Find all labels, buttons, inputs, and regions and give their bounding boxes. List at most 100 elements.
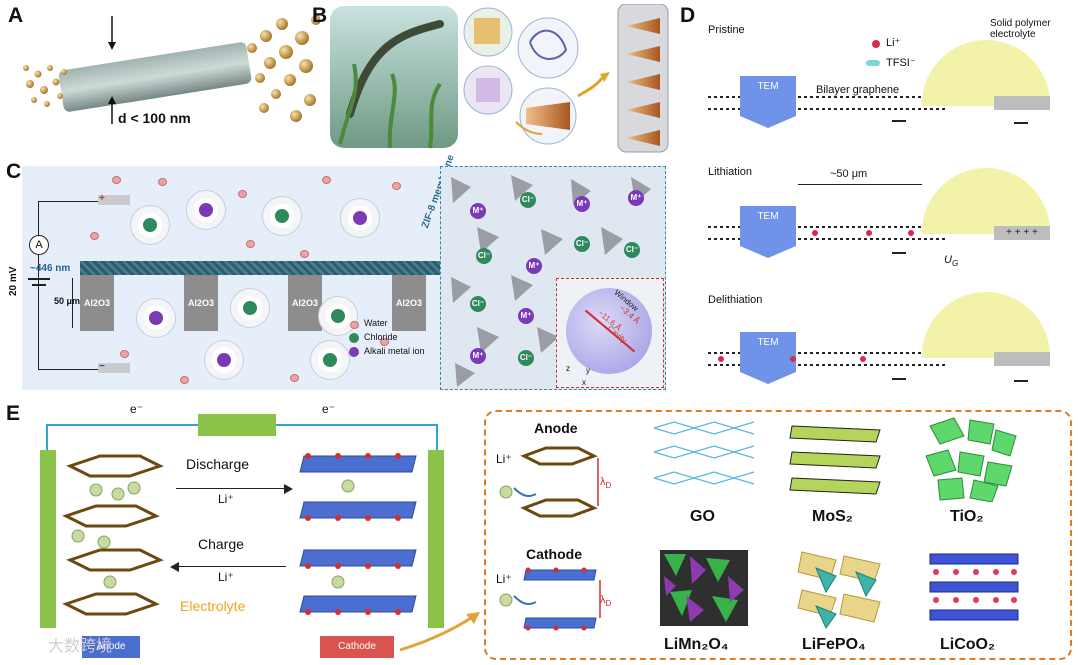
ground-symbol	[892, 120, 906, 128]
tem-probe: TEM	[740, 206, 796, 258]
electrode-plus: +	[99, 193, 105, 204]
go-structure	[653, 421, 755, 485]
water-molecule	[180, 376, 189, 384]
ground-symbol	[892, 378, 906, 386]
graphene-sheet-top	[708, 226, 948, 228]
diameter-label: d < 100 nm	[118, 110, 191, 126]
framework-chloride-ion: Cl⁻	[518, 350, 534, 366]
hydrated-chloride-ion	[230, 288, 270, 328]
axis-x-label: x	[582, 378, 586, 387]
current-collector-left	[40, 450, 56, 628]
anode-lambda-subscript: D	[605, 481, 612, 491]
gap-label: 50 μm	[54, 296, 81, 306]
cathode-bar: Cathode	[320, 636, 394, 658]
panel-label-e: E	[6, 402, 21, 425]
water-molecule	[90, 232, 99, 240]
framework-chloride-ion: Cl⁻	[476, 248, 492, 264]
electrolyte-dome	[922, 292, 1050, 358]
discharge-li-label: Li⁺	[218, 492, 234, 506]
cathode-lambda-label: λD	[600, 594, 611, 608]
li-legend-dot	[872, 40, 880, 48]
hydrated-metal-ion	[204, 340, 244, 380]
material-label-tio2: TiO₂	[950, 508, 984, 525]
ground-symbol	[1014, 380, 1028, 388]
al2o3-pillar-1	[80, 275, 114, 331]
watermark-text: 大数跨境	[48, 638, 113, 655]
electrolyte-dome	[922, 168, 1050, 234]
electron-label-right: e⁻	[322, 402, 336, 416]
ground-symbol	[892, 252, 906, 260]
tfsi-legend-swatch	[866, 60, 880, 66]
anode-title: Anode	[534, 420, 578, 436]
li-ion	[908, 230, 914, 236]
zoom-callout-arrow	[399, 612, 480, 652]
mos2-structure	[789, 425, 881, 495]
circuit-wire-e-right	[436, 424, 438, 450]
anode-interlayer-schematic	[499, 446, 599, 518]
charge-arrow	[176, 566, 286, 567]
electrode-minus: −	[99, 361, 105, 372]
electrode-pad: + + + +	[994, 226, 1050, 240]
licoo2-structure	[929, 553, 1019, 621]
hydrated-chloride-ion	[310, 340, 350, 380]
tem-probe: TEM	[740, 76, 796, 128]
hydrated-metal-ion	[186, 190, 226, 230]
anode-lambda-label: λD	[600, 476, 611, 490]
spe-label: Solid polymer electrolyte	[990, 18, 1051, 40]
electrode-pad	[994, 96, 1050, 110]
discharge-arrow-head	[284, 484, 293, 494]
material-label-lifepo4: LiFePO₄	[802, 636, 866, 653]
panel-label-d: D	[680, 4, 696, 27]
water-molecule	[238, 190, 247, 198]
panel-a-nanotube-figure	[23, 15, 320, 124]
framework-chloride-ion: Cl⁻	[470, 296, 486, 312]
legend-chloride-label: Chloride	[364, 332, 398, 342]
load-resistor	[198, 414, 276, 436]
legend-water-label: Water	[364, 318, 388, 328]
electrolyte-label: Electrolyte	[180, 598, 246, 614]
electrode-top	[98, 195, 130, 205]
panel-label-a: A	[8, 4, 24, 27]
water-molecule	[322, 176, 331, 184]
cathode-lambda-subscript: D	[605, 599, 612, 609]
al2o3-pillar-4	[392, 275, 426, 331]
circuit-wire-bottom	[38, 369, 98, 370]
hydrated-metal-ion	[340, 198, 380, 238]
circuit-wire-e-left	[46, 424, 48, 450]
li-ion	[860, 356, 866, 362]
lifepo4-structure	[797, 551, 881, 629]
al2o3-pillar-3	[288, 275, 322, 331]
tio2-structure	[925, 417, 1017, 502]
graphene-sheet-bottom	[708, 364, 948, 366]
framework-metal-ion: M⁺	[470, 203, 486, 219]
charge-label: Charge	[198, 536, 244, 552]
material-label-limn2o4: LiMn₂O₄	[664, 636, 729, 653]
material-label-licoo2: LiCoO₂	[940, 636, 996, 653]
material-label-go: GO	[690, 508, 715, 525]
water-molecule	[120, 350, 129, 358]
voltage-label: 20 mV	[8, 266, 19, 296]
membrane-thickness-label: ~446 nm	[30, 263, 71, 274]
charge-arrow-head	[170, 562, 179, 572]
tem-probe: TEM	[740, 332, 796, 384]
water-molecule	[392, 182, 401, 190]
ground-symbol	[1014, 122, 1028, 130]
li-ion	[718, 356, 724, 362]
water-molecule	[158, 178, 167, 186]
water-molecule	[380, 338, 389, 346]
electrode-materials-box	[484, 410, 1072, 660]
battery-plate-short	[32, 284, 46, 286]
li-legend-label: Li⁺	[886, 37, 901, 49]
zif8-membrane	[80, 261, 440, 275]
gap-arrow	[72, 278, 73, 328]
al2o3-label-4: Al2O3	[396, 298, 423, 308]
electron-label-left: e⁻	[130, 402, 144, 416]
cathode-li-label: Li⁺	[496, 572, 512, 586]
framework-metal-ion: M⁺	[470, 348, 486, 364]
legend-metal-label: Alkali metal ion	[364, 346, 425, 356]
water-molecule	[246, 240, 255, 248]
charge-li-label: Li⁺	[218, 570, 234, 584]
cathode-title: Cathode	[526, 546, 582, 562]
al2o3-label-3: Al2O3	[292, 298, 319, 308]
anode-lambda-symbol: λ	[600, 476, 606, 488]
